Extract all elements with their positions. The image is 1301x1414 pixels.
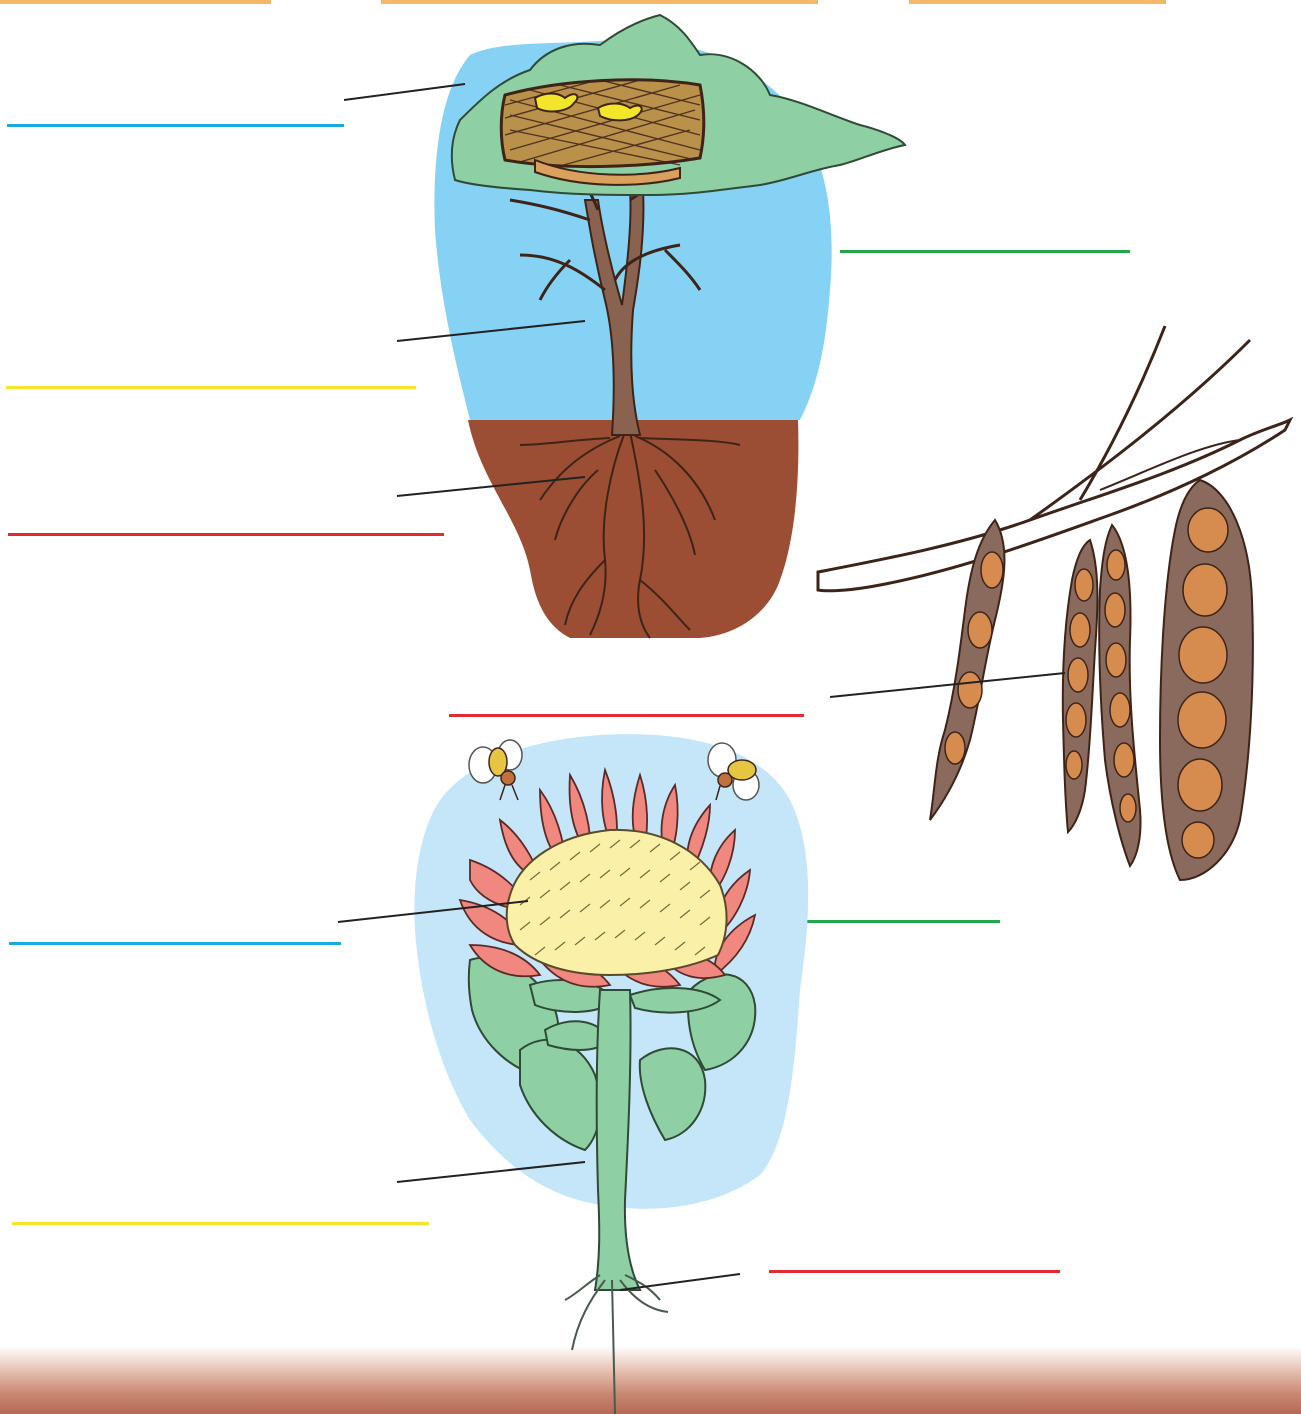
flower-roots (565, 1275, 668, 1414)
pod-pointer-line (830, 673, 1065, 697)
protea-flower-icon (414, 734, 808, 1414)
seed-pod-icon (818, 326, 1290, 880)
tree-icon (434, 15, 905, 638)
